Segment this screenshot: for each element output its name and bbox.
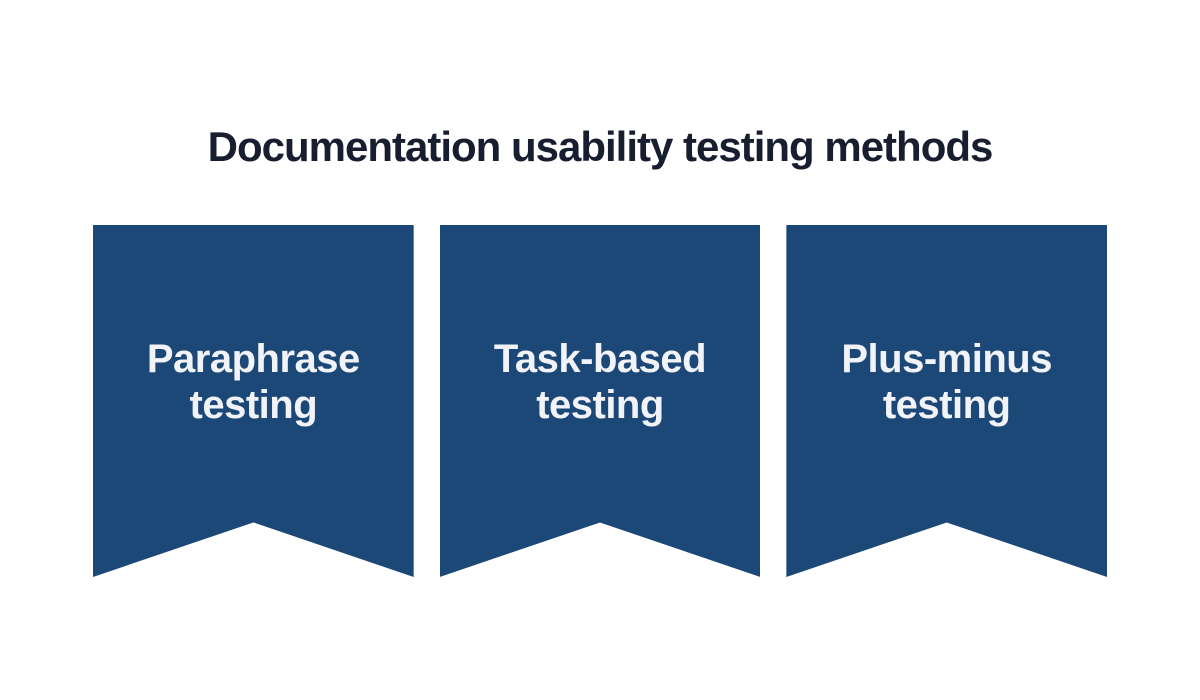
banner-label: Paraphrase testing — [146, 337, 360, 427]
banner-row: Paraphrase testing Task-based testing Pl… — [93, 225, 1108, 577]
banner-label: Task-based testing — [493, 337, 707, 427]
banner-label: Plus-minus testing — [841, 337, 1052, 427]
banner-paraphrase-testing: Paraphrase testing — [93, 225, 414, 577]
page-title: Documentation usability testing methods — [207, 123, 994, 170]
banner-task-based-testing: Task-based testing — [439, 225, 761, 577]
banner-plus-minus-testing: Plus-minus testing — [786, 225, 1108, 577]
